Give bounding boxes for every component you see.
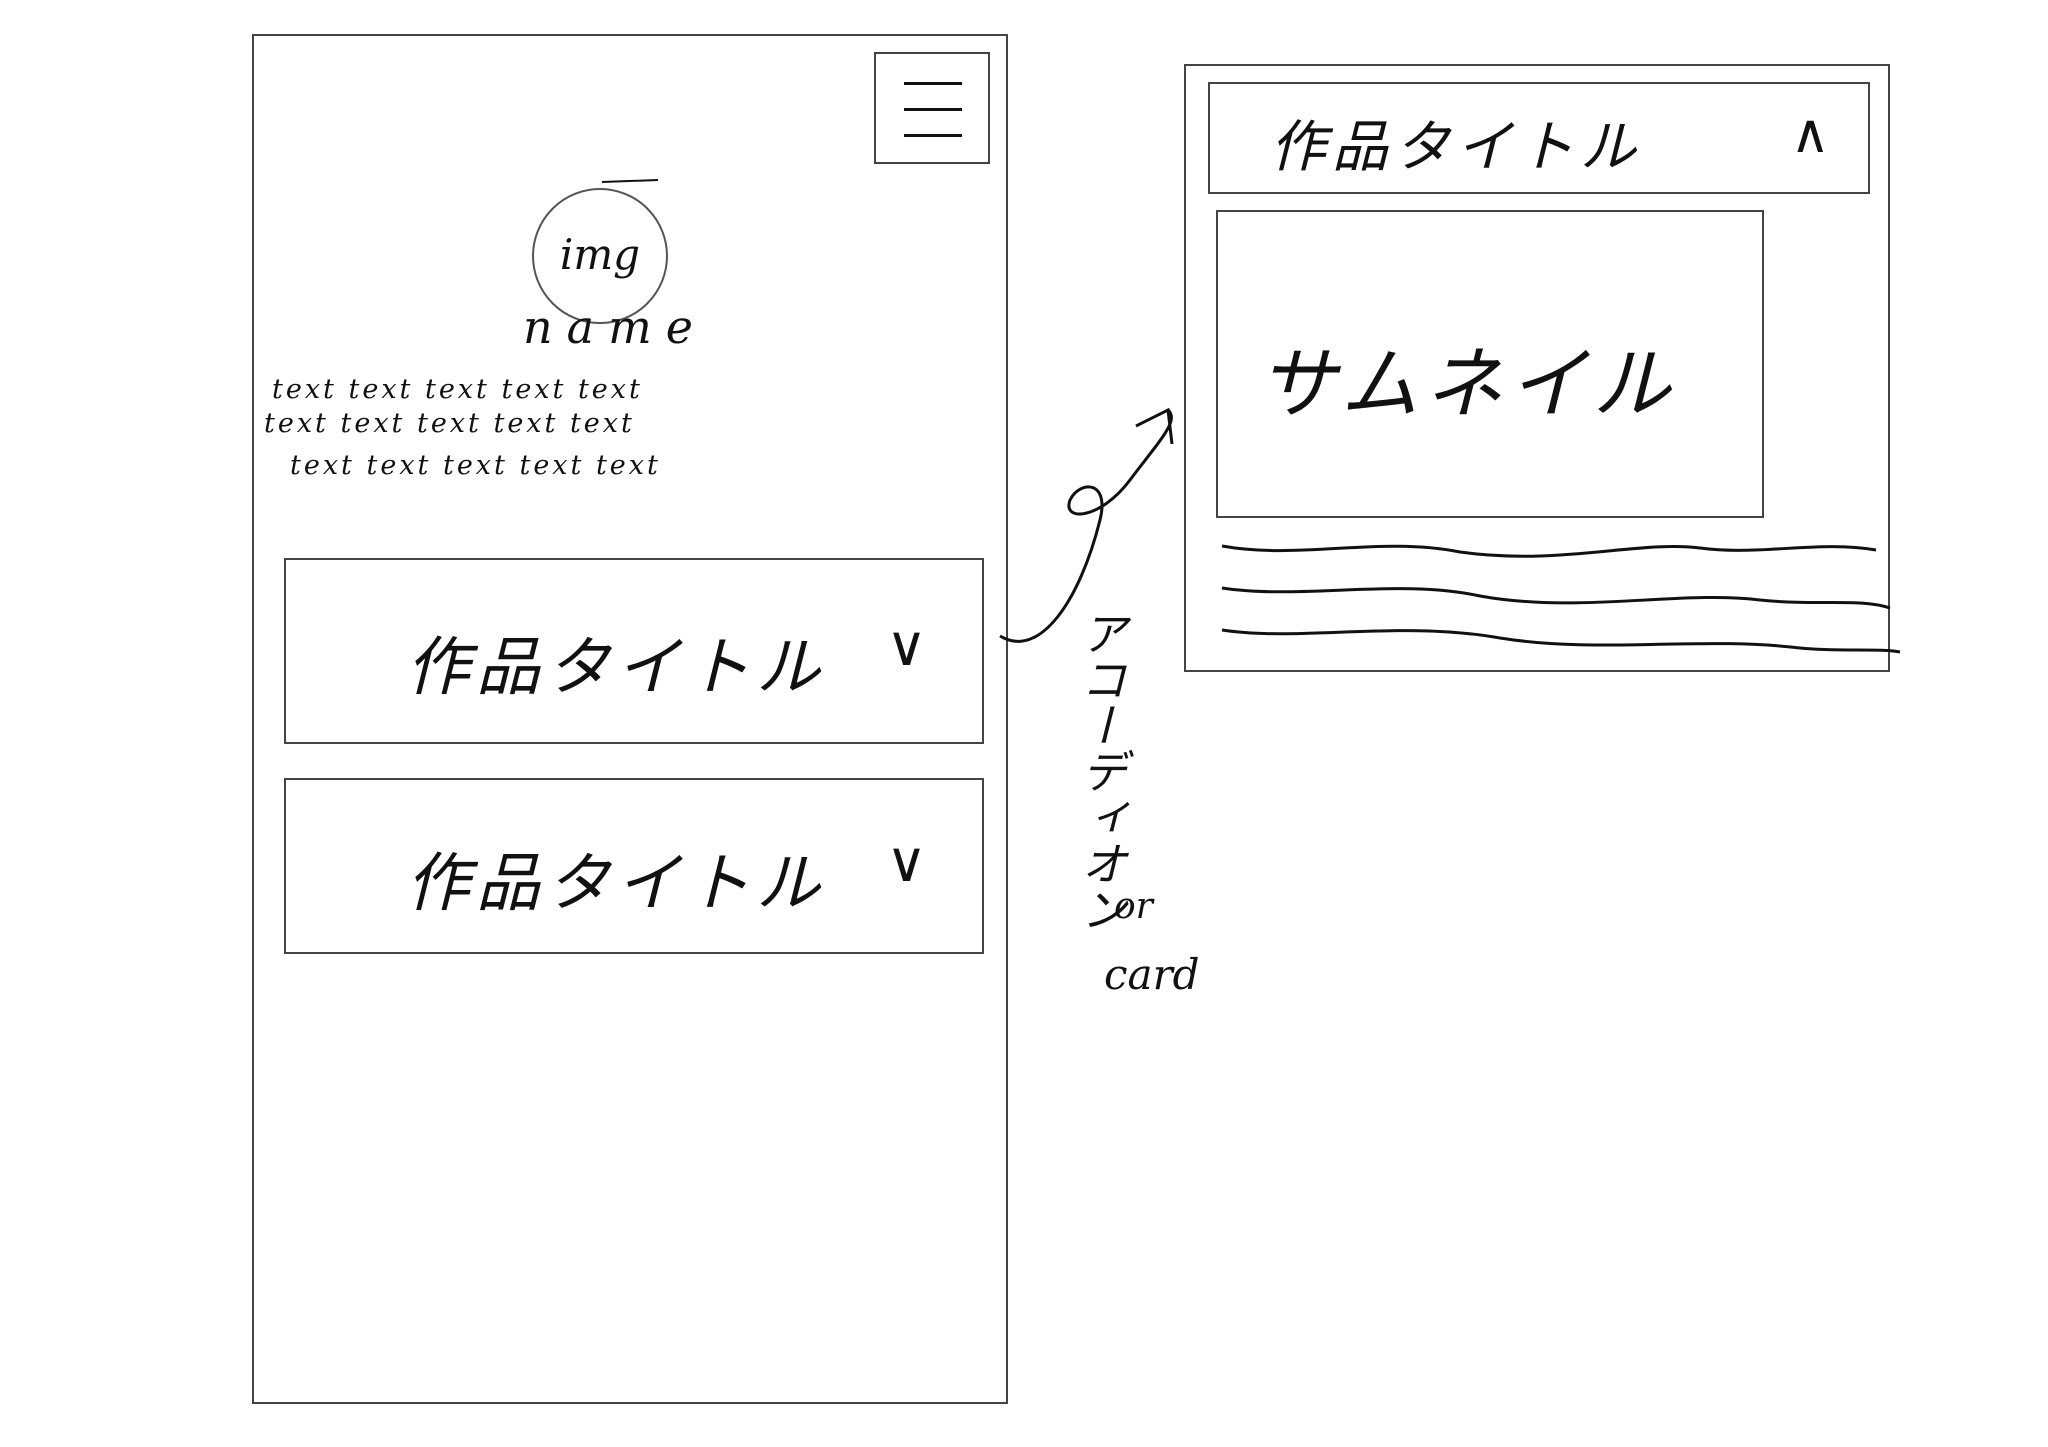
annotation-or: or	[1114, 886, 1153, 927]
card-title: 作品タイトル	[1270, 115, 1642, 180]
bio-line: text text text text text	[272, 374, 643, 405]
work-title: 作品タイトル	[406, 631, 826, 705]
work-item-accordion[interactable]: 作品タイトル ∨	[284, 778, 984, 954]
work-title: 作品タイトル	[406, 847, 826, 921]
avatar-label: img	[559, 230, 641, 279]
menu-bar	[904, 108, 962, 111]
chevron-down-icon[interactable]: ∨	[886, 614, 927, 679]
card-header[interactable]: 作品タイトル ∧	[1208, 82, 1870, 194]
profile-name: name	[523, 300, 707, 354]
bio-line: text text text text text	[264, 408, 635, 439]
bio-line: text text text text text	[290, 450, 661, 481]
thumbnail-placeholder: サムネイル	[1216, 210, 1764, 518]
work-item-accordion[interactable]: 作品タイトル ∨	[284, 558, 984, 744]
annotation-accordion: アコーディオン	[1074, 610, 1134, 943]
annotation-vertical-text: アコーディオン	[1074, 610, 1128, 932]
menu-bar	[904, 82, 962, 85]
arrow-head	[1135, 407, 1174, 445]
chevron-up-icon[interactable]: ∧	[1790, 102, 1830, 165]
avatar: img	[532, 188, 668, 324]
annotation-card: card	[1104, 950, 1200, 999]
connector-arrow	[999, 408, 1174, 643]
expanded-work-card	[1184, 64, 1890, 672]
menu-bar	[904, 134, 962, 137]
thumbnail-label: サムネイル	[1258, 340, 1677, 430]
chevron-down-icon[interactable]: ∨	[886, 830, 927, 895]
hamburger-menu-button[interactable]	[874, 52, 990, 164]
